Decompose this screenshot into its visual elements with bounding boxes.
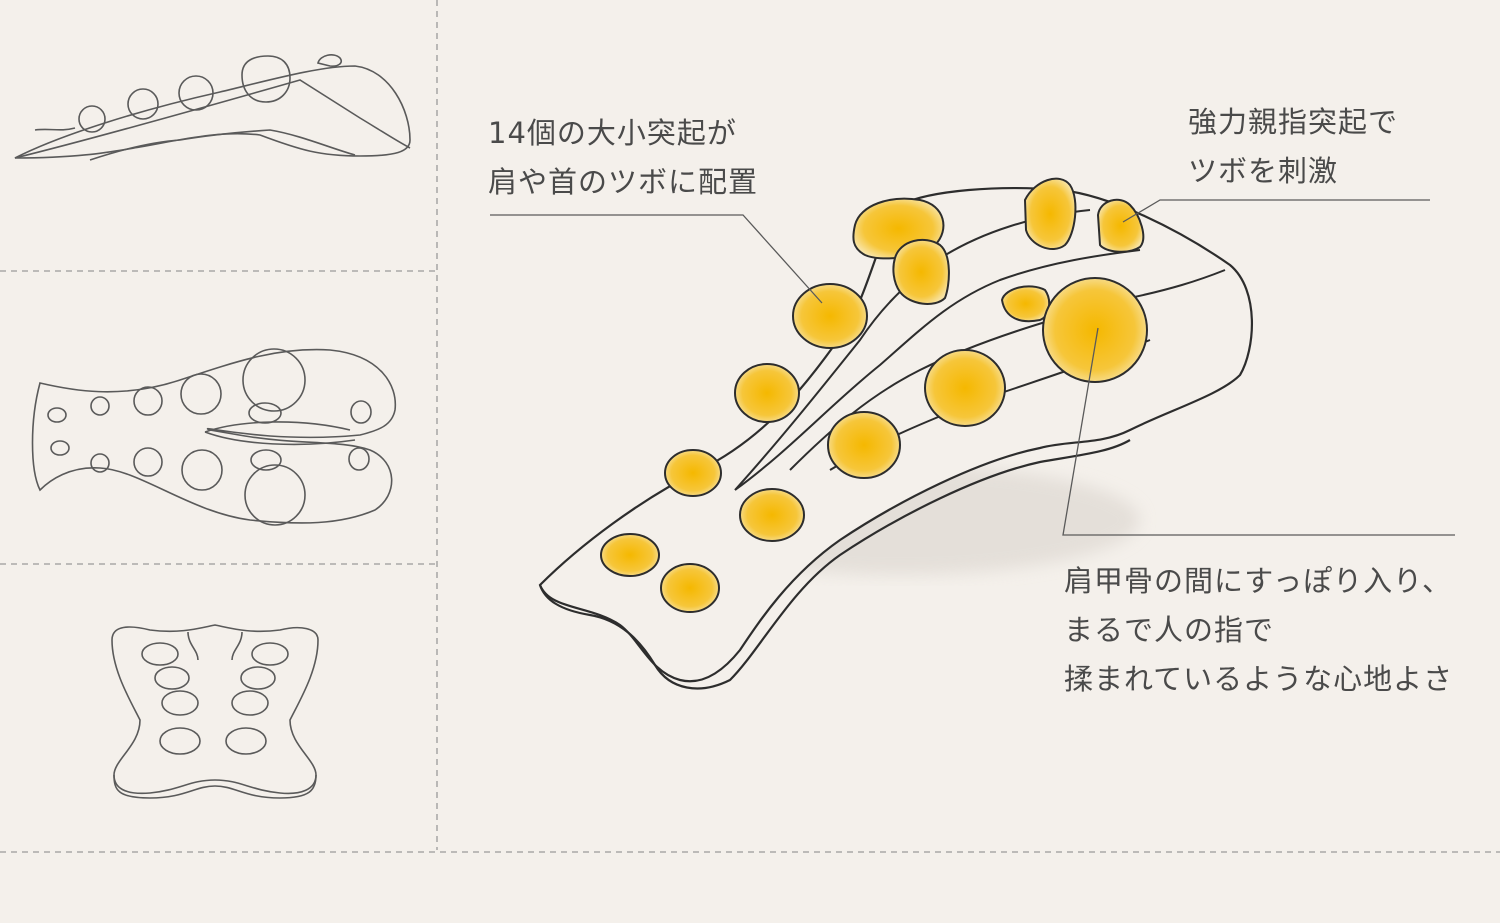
nub <box>924 349 1006 427</box>
leader-protrusions <box>490 214 823 304</box>
panel-dividers <box>0 0 1500 853</box>
thumb-annotation: 強力親指突起で ツボを刺激 <box>1188 98 1398 196</box>
shoulder-line-1: 肩甲骨の間にすっぽり入り、 <box>1064 564 1452 598</box>
nub <box>892 238 950 305</box>
front-view-drawing <box>111 624 319 799</box>
protrusions-annotation: 14個の大小突起が 肩や首のツボに配置 <box>488 109 758 207</box>
nub <box>739 488 805 542</box>
protrusions-line-2: 肩や首のツボに配置 <box>488 165 759 199</box>
large-nub <box>1042 277 1148 383</box>
thumb-line-1: 強力親指突起で <box>1188 105 1399 139</box>
side-view-drawing <box>14 54 411 161</box>
thumb-line-2: ツボを刺激 <box>1188 154 1339 188</box>
nub <box>664 449 722 497</box>
nub <box>660 563 720 613</box>
protrusions-line-1: 14個の大小突起が <box>488 116 737 150</box>
leader-shoulder <box>1062 327 1455 536</box>
nub <box>827 411 901 479</box>
main-product-drawing <box>538 177 1253 690</box>
massage-nubs <box>600 177 1148 613</box>
nub <box>734 363 800 423</box>
leader-thumb <box>1122 199 1430 223</box>
shoulder-annotation: 肩甲骨の間にすっぽり入り、 まるで人の指で 揉まれているような心地よさ <box>1064 557 1453 704</box>
top-view-drawing <box>31 348 397 526</box>
nub <box>1023 177 1077 250</box>
thumb-nub <box>1096 198 1145 253</box>
leader-lines <box>490 199 1455 536</box>
shoulder-line-3: 揉まれているような心地よさ <box>1064 662 1454 696</box>
nub <box>600 533 660 577</box>
shoulder-line-2: まるで人の指で <box>1064 613 1275 647</box>
nub <box>792 283 868 349</box>
